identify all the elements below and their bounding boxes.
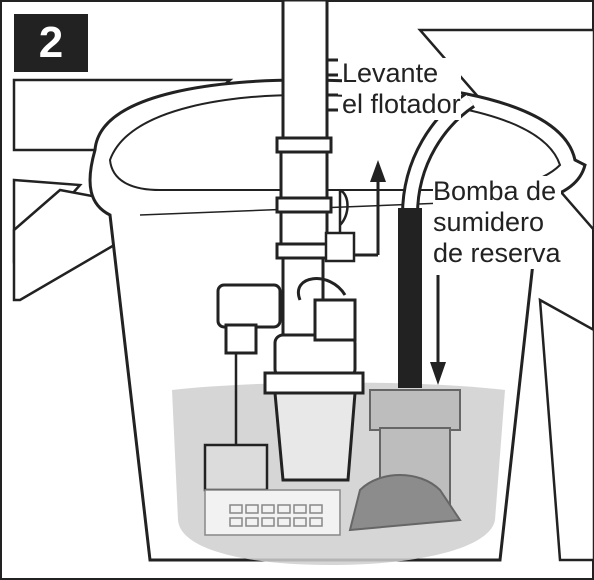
primary-pump: [216, 277, 365, 482]
backup-pump-line-2: sumidero: [433, 207, 545, 237]
lift-float-line-2: el flotador: [342, 89, 461, 119]
float-switch: [203, 188, 356, 492]
backup-pump: [348, 389, 462, 532]
lift-arrow-up: [355, 160, 386, 257]
pump-base: [204, 489, 341, 536]
backup-pump-line-1: Bomba de: [433, 176, 557, 206]
lift-float-line-1: Levante: [342, 58, 439, 88]
step-number-badge: 2: [14, 14, 88, 72]
backup-pump-label: Bomba de sumidero de reserva: [433, 176, 561, 269]
pump-arrow-down: [430, 275, 446, 385]
label-leaders: [328, 58, 338, 112]
discharge-pipe: [275, 0, 333, 340]
backup-pump-line-3: de reserva: [433, 238, 561, 268]
lift-float-label: Levante el flotador: [342, 58, 461, 120]
